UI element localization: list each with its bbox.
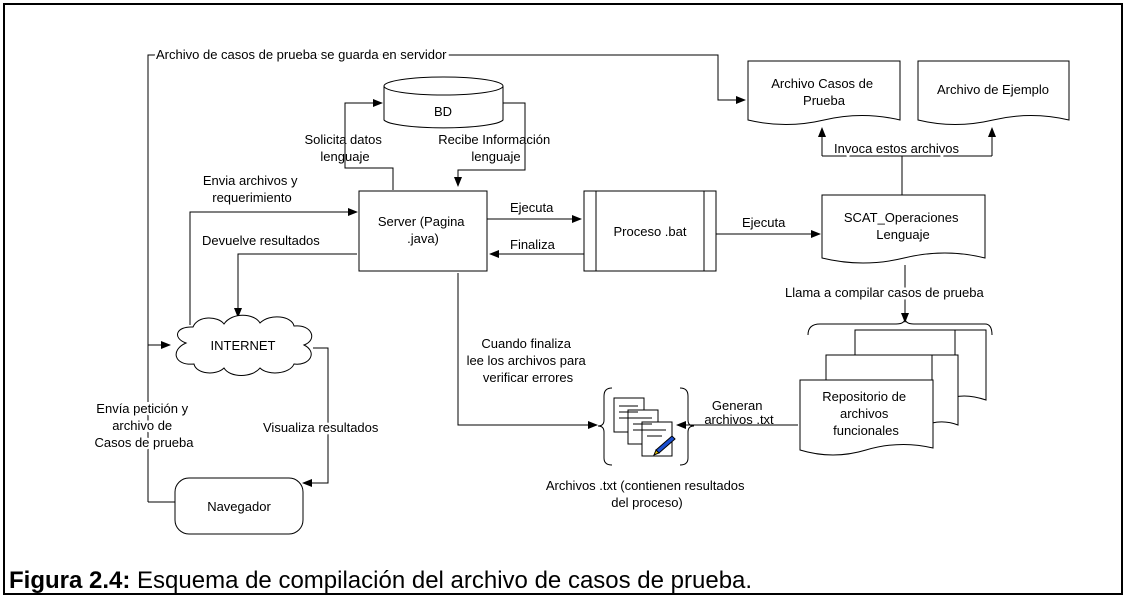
label-finaliza: Finaliza — [510, 237, 556, 252]
server-label: Server (Pagina .java) — [378, 214, 468, 246]
label-invoca: Invoca estos archivos — [834, 141, 960, 156]
arrow-visualiza — [302, 347, 329, 487]
label-ejecuta-1: Ejecuta — [510, 200, 554, 215]
label-recibe: Recibe Información lenguaje — [438, 132, 554, 164]
label-visualiza: Visualiza resultados — [263, 420, 379, 435]
label-generan: Generan archivos .txt — [704, 398, 774, 427]
archivo-casos-document: Archivo Casos de Prueba — [747, 60, 901, 125]
label-envia-peticion: Envía petición y archivo de Casos de pru… — [94, 401, 194, 450]
repositorio-bracket — [807, 317, 993, 336]
arrow-solicita-bd — [344, 99, 394, 190]
label-devuelve: Devuelve resultados — [202, 233, 320, 248]
server-node: Server (Pagina .java) — [358, 190, 488, 272]
connectors — [147, 54, 996, 503]
caption-label: Figura 2.4: — [9, 567, 131, 594]
txt-files-icon — [597, 387, 695, 466]
arrow-cuando-finaliza — [457, 273, 598, 429]
label-cuando-finaliza: Cuando finaliza lee los archivos para ve… — [467, 336, 590, 385]
label-solicita: Solicita datos lenguaje — [305, 132, 386, 164]
arrow-devuelve-internet — [234, 253, 357, 318]
figure-frame — [3, 3, 1123, 595]
archivo-ejemplo-document: Archivo de Ejemplo — [917, 60, 1070, 125]
arrow-recibe-server — [454, 102, 526, 187]
label-ejecuta-2: Ejecuta — [742, 215, 786, 230]
arrow-guarda-servidor — [147, 54, 746, 502]
archivo-casos-label: Archivo Casos de Prueba — [771, 76, 877, 108]
proceso-bat-node: Proceso .bat — [583, 190, 717, 272]
navegador-label: Navegador — [207, 499, 271, 514]
label-llama: Llama a compilar casos de prueba — [785, 285, 984, 300]
label-envia-archivos: Envia archivos y requerimiento — [203, 173, 301, 205]
arrow-envia-server — [189, 208, 358, 325]
label-guarda-servidor: Archivo de casos de prueba se guarda en … — [156, 47, 447, 62]
scat-document: SCAT_Operaciones Lenguaje — [821, 194, 986, 264]
caption-text: Esquema de compilación del archivo de ca… — [130, 567, 753, 594]
repositorio-label: Repositorio de archivos funcionales — [822, 389, 909, 438]
bd-label: BD — [434, 104, 452, 119]
figure-caption: Figura 2.4: Esquema de compilación del a… — [9, 566, 752, 596]
scat-label: SCAT_Operaciones Lenguaje — [844, 210, 962, 242]
label-archivos-txt: Archivos .txt (contienen resultados del … — [546, 478, 748, 510]
repositorio-documents: Repositorio de archivos funcionales — [799, 329, 987, 456]
bd-database: BD — [383, 76, 504, 129]
archivo-ejemplo-label: Archivo de Ejemplo — [937, 82, 1049, 97]
internet-cloud: INTERNET — [175, 314, 313, 376]
navegador-node: Navegador — [174, 477, 304, 535]
internet-label: INTERNET — [211, 338, 276, 353]
proceso-label: Proceso .bat — [614, 224, 687, 239]
